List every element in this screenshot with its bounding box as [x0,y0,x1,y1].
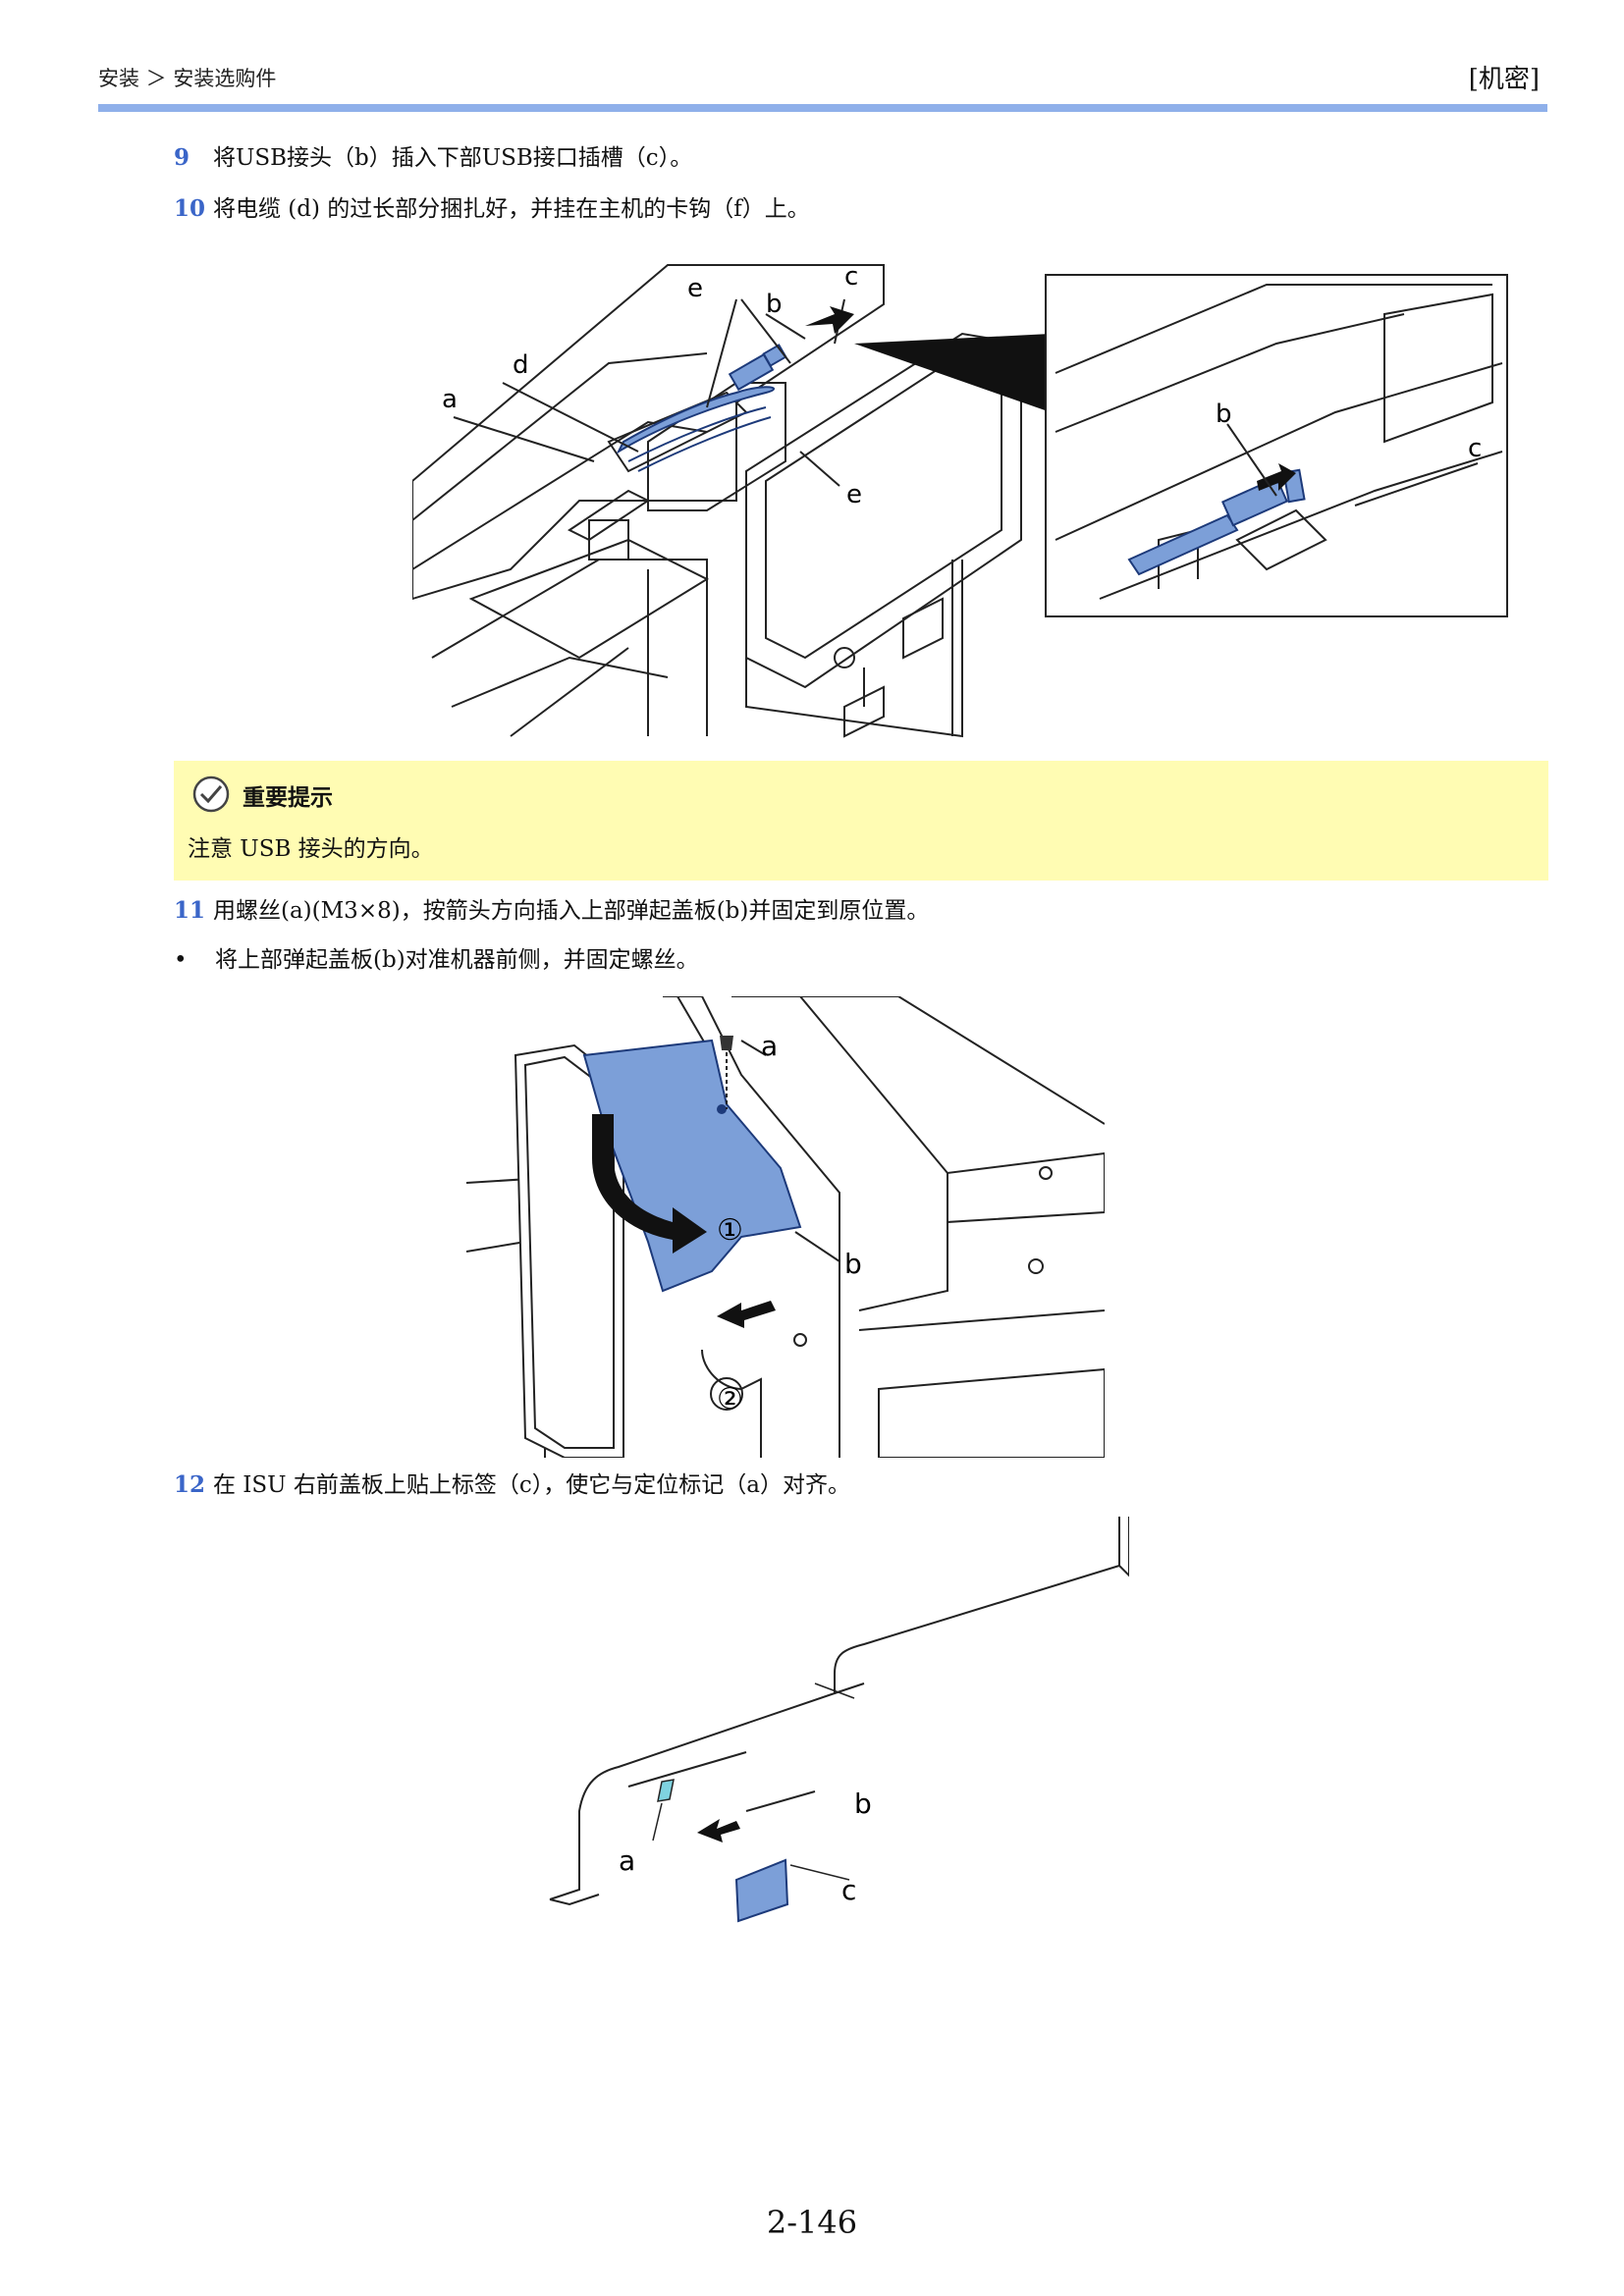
page-header: 安装 ＞ 安装选购件 [机密] [98,55,1547,94]
figure3-label-a: a [619,1844,635,1877]
step-text: 用螺丝(a)(M3×8)，按箭头方向插入上部弹起盖板(b)并固定到原位置。 [213,898,930,924]
important-note: 重要提示 注意 USB 接头的方向。 [174,761,1548,881]
step-number: 11 [174,897,206,924]
breadcrumb[interactable]: 安装 ＞ 安装选购件 [98,67,277,90]
figure1-label-e-top: e [687,274,703,303]
step-10: 10 将电缆 (d) 的过长部分捆扎好，并挂在主机的卡钩（f）上。 [174,194,810,224]
bullet-item: • 将上部弹起盖板(b)对准机器前侧，并固定螺丝。 [174,945,699,975]
figure2-step1-marker: ① [717,1213,743,1248]
step-number: 10 [174,195,206,222]
figure1-label-b: b [766,290,783,319]
note-text: 注意 USB 接头的方向。 [188,836,434,862]
figure1-inset-label-b: b [1216,400,1232,429]
header-rule [98,104,1547,112]
check-circle-icon [192,775,230,813]
figure3-label-b: b [854,1788,872,1820]
figure1-label-e-bottom: e [846,480,862,509]
figure2-label-a: a [761,1030,778,1062]
step-11: 11 用螺丝(a)(M3×8)，按箭头方向插入上部弹起盖板(b)并固定到原位置。 [174,896,929,926]
step-number: 12 [174,1471,206,1498]
bullet-text: 将上部弹起盖板(b)对准机器前侧，并固定螺丝。 [215,947,699,973]
usb-connection-figure: d a e b c e b c [412,262,1508,738]
step-text: 在 ISU 右前盖板上贴上标签（c），使它与定位标记（a）对齐。 [213,1472,850,1498]
step-9: 9 将USB接头（b）插入下部USB接口插槽（c）。 [174,143,692,173]
note-title: 重要提示 [243,784,333,811]
figure2-label-b: b [844,1248,862,1280]
step-text: 将USB接头（b）插入下部USB接口插槽（c）。 [213,145,693,171]
figure1-label-a: a [442,385,458,414]
figure2-step2-marker: ② [717,1382,743,1416]
step-text: 将电缆 (d) 的过长部分捆扎好，并挂在主机的卡钩（f）上。 [213,196,810,222]
cover-install-figure: a b ① ② [466,996,1105,1458]
label-placement-figure: a b c [549,1517,1129,1923]
confidential-label: [机密] [1468,65,1540,94]
figure3-label-c: c [841,1874,856,1906]
figure1-label-d: d [513,350,529,380]
page-number: 2-146 [766,2204,858,2241]
step-12: 12 在 ISU 右前盖板上贴上标签（c），使它与定位标记（a）对齐。 [174,1470,850,1500]
figure1-label-c: c [844,262,858,292]
figure1-inset-label-c: c [1468,434,1482,463]
bullet-symbol: • [174,947,188,973]
step-number: 9 [174,144,190,171]
